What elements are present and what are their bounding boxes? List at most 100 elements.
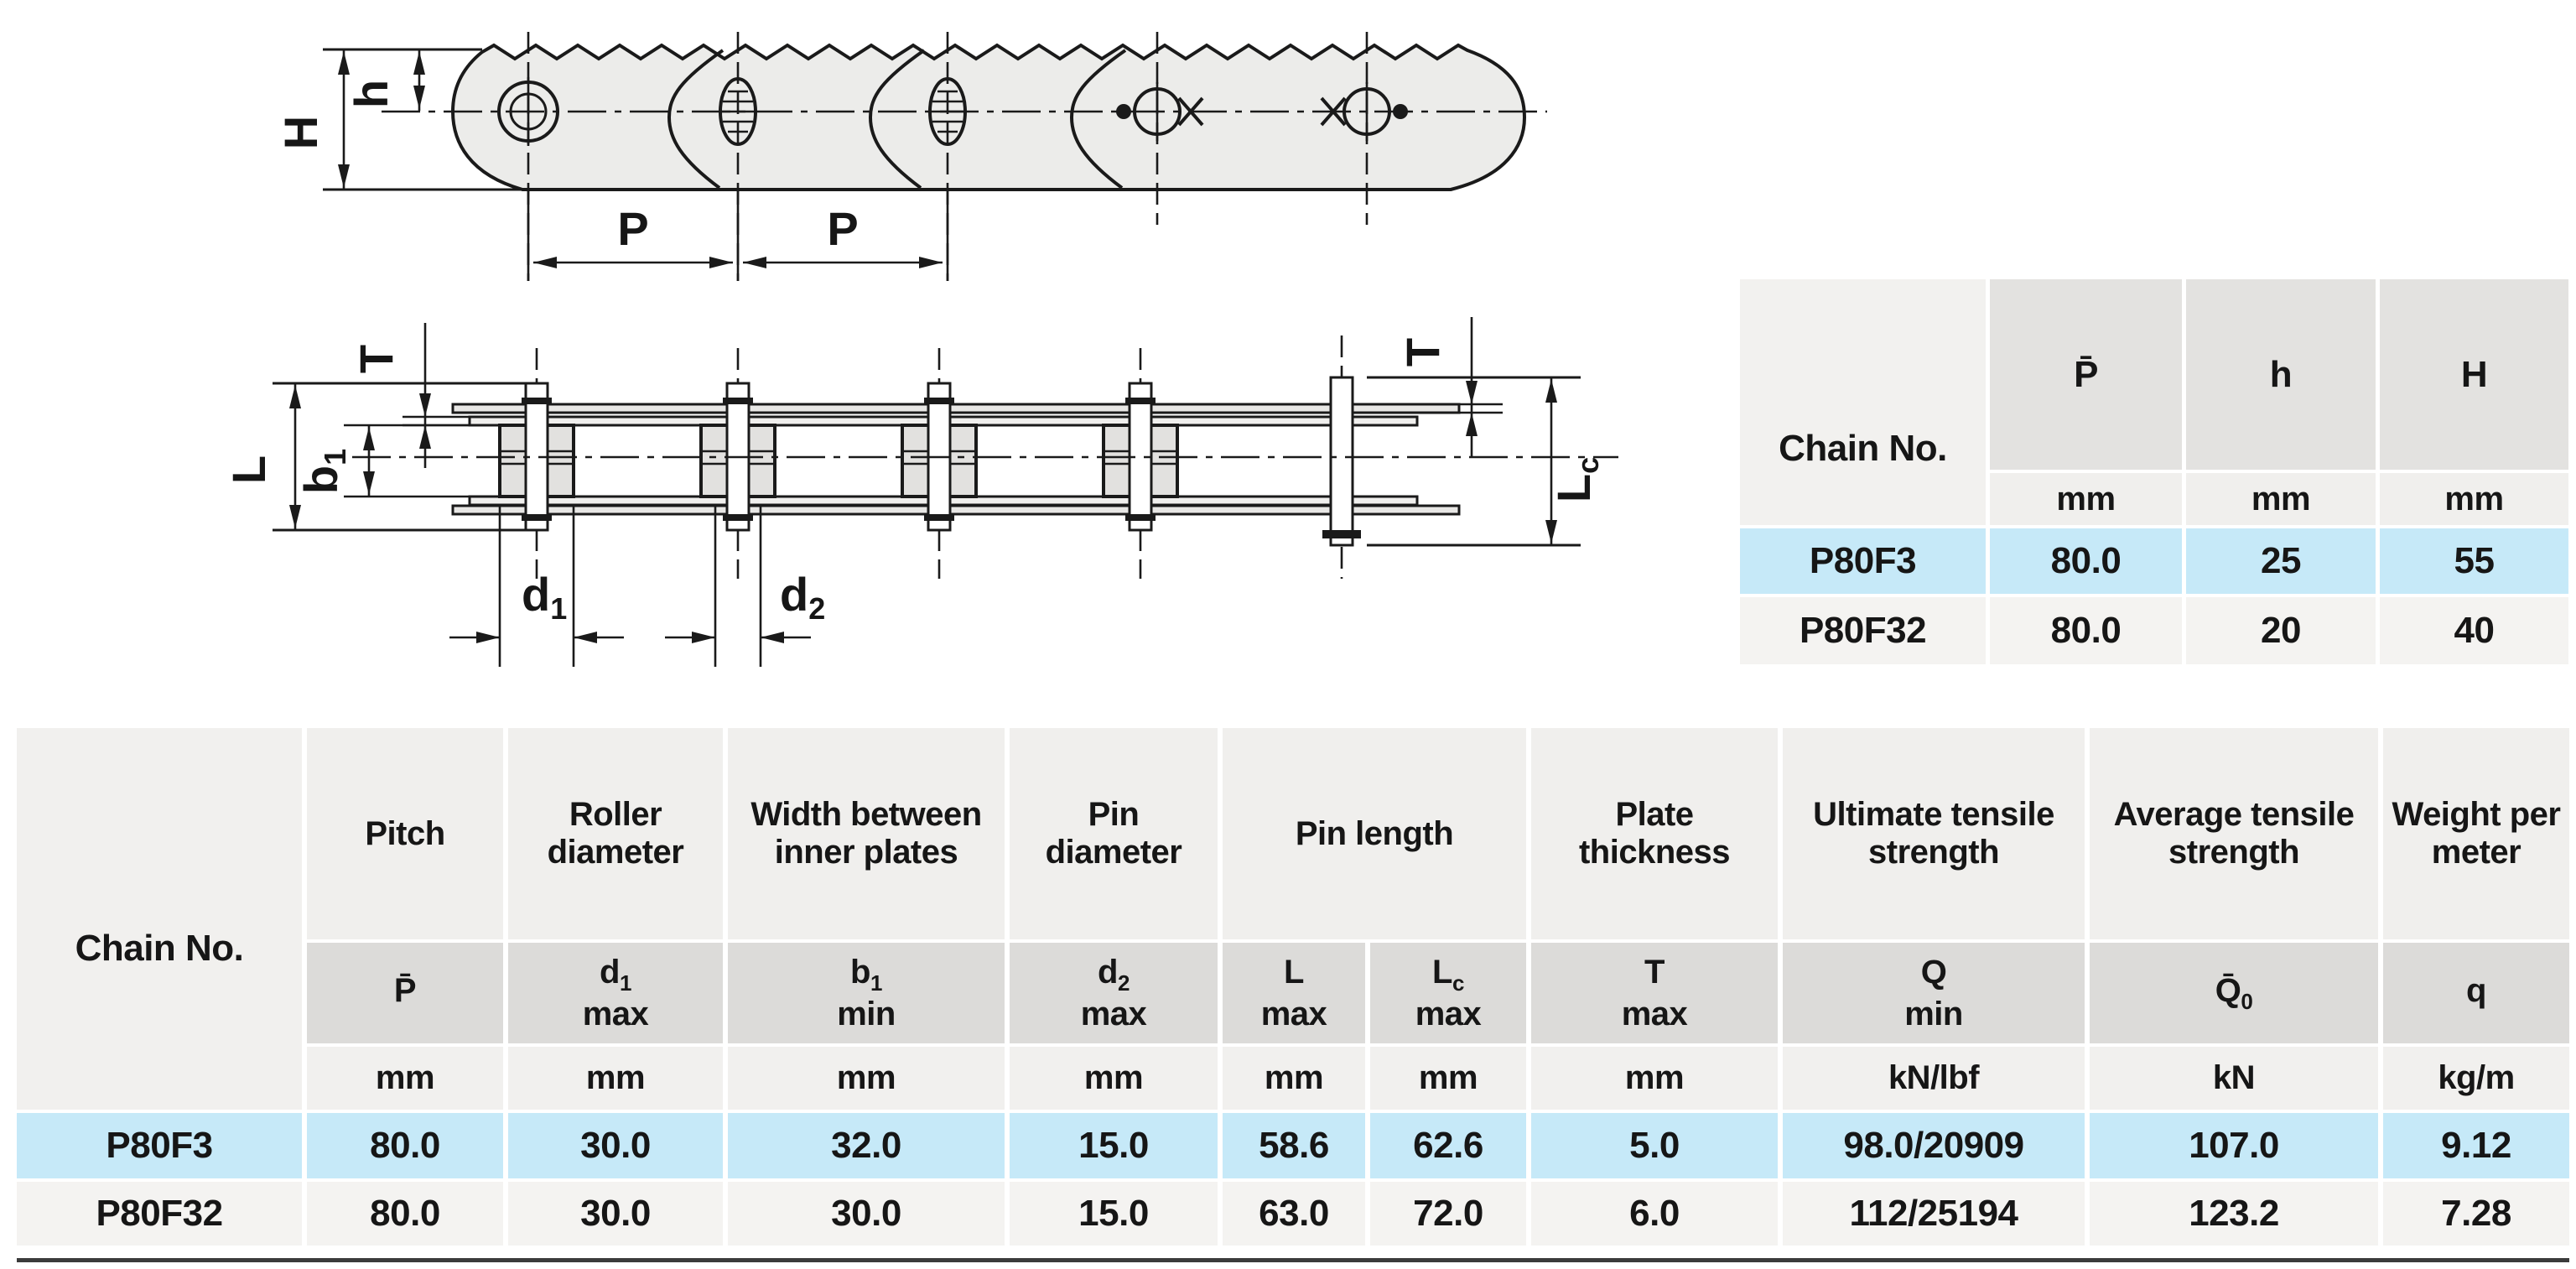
- col-header-H: H: [2380, 279, 2568, 470]
- value-cell: 58.6: [1223, 1113, 1365, 1178]
- row-chain-name: P80F3: [17, 1113, 302, 1178]
- value-cell: 123.2: [2090, 1182, 2378, 1246]
- unit-cell: mm: [1370, 1047, 1526, 1110]
- subheader-L: L max: [1223, 943, 1365, 1043]
- header-roller-diameter: Roller diameter: [508, 728, 723, 939]
- value-cell: 30.0: [508, 1182, 723, 1246]
- unit-cell: kN: [2090, 1047, 2378, 1110]
- dimension-label-d2: d2: [780, 568, 825, 626]
- value-cell: 15.0: [1010, 1113, 1218, 1178]
- subheader-q: q: [2383, 943, 2569, 1043]
- unit-cell: mm: [508, 1047, 723, 1110]
- outer-plate-top: [451, 403, 1461, 414]
- dimension-label-d1: d1: [522, 568, 567, 626]
- dimension-label-Lc: Lc: [1547, 457, 1605, 502]
- dimension-P-right: P: [743, 191, 949, 281]
- dimension-b1: b1: [294, 424, 470, 498]
- header-ultimate-tensile-strength: Ultimate tensile strength: [1783, 728, 2085, 939]
- value-cell: 6.0: [1531, 1182, 1778, 1246]
- bushing-hole-hatched: [928, 77, 967, 146]
- value-cell: 98.0/20909: [1783, 1113, 2085, 1178]
- unit-cell: mm: [1990, 473, 2182, 525]
- value-cell: 40: [2380, 597, 2568, 664]
- row-chain-name: P80F32: [1740, 597, 1986, 664]
- dimension-T-left: T: [350, 323, 470, 468]
- header-pin-diameter: Pin diameter: [1010, 728, 1218, 939]
- header-plate-thickness: Plate thickness: [1531, 728, 1778, 939]
- value-cell: 107.0: [2090, 1113, 2378, 1178]
- value-cell: 15.0: [1010, 1182, 1218, 1246]
- unit-cell: kg/m: [2383, 1047, 2569, 1110]
- dimension-label-H: H: [274, 116, 327, 149]
- dimension-label-P: P: [617, 202, 648, 255]
- unit-cell: mm: [307, 1047, 503, 1110]
- value-cell: 9.12: [2383, 1113, 2569, 1178]
- header-weight-per-meter: Weight per meter: [2383, 728, 2569, 939]
- value-cell: 80.0: [307, 1182, 503, 1246]
- subheader-Q0: Q̄0: [2090, 943, 2378, 1043]
- connecting-pin: [1329, 376, 1354, 547]
- header-average-tensile-strength: Average tensile strength: [2090, 728, 2378, 939]
- header-pin-length: Pin length: [1223, 728, 1526, 939]
- dimension-H: H: [274, 48, 524, 191]
- dimension-h: h: [345, 49, 425, 111]
- unit-cell: mm: [1010, 1047, 1218, 1110]
- header-width-between-inner-plates: Width between inner plates: [728, 728, 1005, 939]
- value-cell: 30.0: [508, 1113, 723, 1178]
- dimensions-table: Chain No. P̄ h H mm mm mm P80F3 80.0 25 …: [1740, 279, 2568, 664]
- plate-overlap-arc: [667, 49, 724, 190]
- value-cell: 25: [2186, 528, 2376, 594]
- outer-plate-bottom: [451, 504, 1461, 516]
- col-header-P: P̄: [1990, 279, 2182, 470]
- value-cell: 80.0: [1990, 528, 2182, 594]
- chain-side-view-drawing: H h P P: [274, 32, 1547, 281]
- subheader-T: T max: [1531, 943, 1778, 1043]
- link-plate-silhouette: [450, 43, 1527, 191]
- bushing-hole-hatched: [719, 77, 757, 146]
- subheader-d2: d2 max: [1010, 943, 1218, 1043]
- value-cell: 62.6: [1370, 1113, 1526, 1178]
- value-cell: 30.0: [728, 1182, 1005, 1246]
- pin-caps: [522, 398, 1361, 538]
- subheader-Lc: Lc max: [1370, 943, 1526, 1043]
- dimension-L: L: [222, 382, 537, 532]
- value-cell: 20: [2186, 597, 2376, 664]
- dimension-label-T: T: [350, 345, 402, 373]
- value-cell: 55: [2380, 528, 2568, 594]
- chain-no-header: Chain No.: [17, 728, 302, 1110]
- value-cell: 72.0: [1370, 1182, 1526, 1246]
- dimension-label-b1: b1: [294, 449, 352, 494]
- subheader-Q: Q min: [1783, 943, 2085, 1043]
- dimension-d1: d1: [449, 505, 624, 667]
- value-cell: 7.28: [2383, 1182, 2569, 1246]
- dimension-label-h: h: [345, 80, 397, 108]
- unit-cell: kN/lbf: [1783, 1047, 2085, 1110]
- value-cell: 80.0: [307, 1113, 503, 1178]
- chain-no-header: Chain No.: [1740, 279, 1986, 525]
- row-chain-name: P80F32: [17, 1182, 302, 1246]
- plate-overlap-arc: [868, 49, 926, 190]
- subheader-d1: d1 max: [508, 943, 723, 1043]
- row-chain-name: P80F3: [1740, 528, 1986, 594]
- header-pitch: Pitch: [307, 728, 503, 939]
- plate-overlap-arc: [1069, 49, 1127, 190]
- value-cell: 5.0: [1531, 1113, 1778, 1178]
- pin-hole-cotter: [1320, 82, 1408, 141]
- value-cell: 32.0: [728, 1113, 1005, 1178]
- unit-cell: mm: [2186, 473, 2376, 525]
- subheader-P: P̄: [307, 943, 503, 1043]
- pin-hole-cotter: [1116, 82, 1204, 141]
- chain-plan-view-drawing: L b1 T T: [222, 317, 1618, 667]
- specifications-table: Chain No. Pitch Roller diameter Width be…: [17, 728, 2569, 1246]
- dimension-Lc: Lc: [1367, 376, 1605, 547]
- dimension-T-right: T: [1396, 317, 1503, 457]
- value-cell: 63.0: [1223, 1182, 1365, 1246]
- col-header-h: h: [2186, 279, 2376, 470]
- dimension-P-left: P: [527, 191, 740, 281]
- unit-cell: mm: [1531, 1047, 1778, 1110]
- bottom-divider: [17, 1258, 2569, 1262]
- subheader-b1: b1 min: [728, 943, 1005, 1043]
- dimension-label-P: P: [827, 202, 858, 255]
- dimension-label-T: T: [1396, 338, 1449, 367]
